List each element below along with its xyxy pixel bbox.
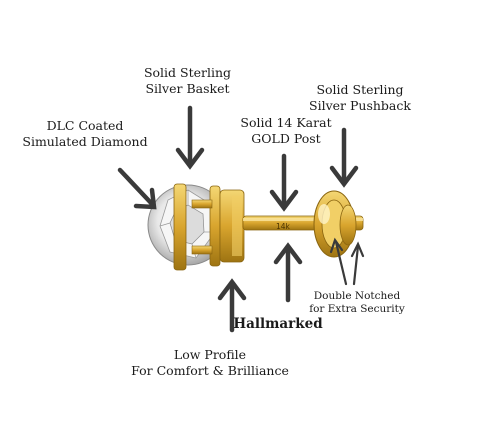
- annotation-arrows: [117, 105, 359, 333]
- arrow-diamond-head: [133, 187, 157, 210]
- pushback: [313, 190, 357, 258]
- label-low-profile: Low Profile For Comfort & Brilliance: [131, 347, 289, 378]
- arrow-pushback-head: [329, 165, 359, 188]
- arrow-diamond: [117, 167, 155, 207]
- label-diamond: DLC Coated Simulated Diamond: [22, 118, 148, 149]
- basket-setting: [173, 183, 245, 271]
- arrow-basket-head: [175, 147, 205, 170]
- arrow-hallmark-head: [273, 242, 303, 265]
- label-hallmarked: Hallmarked: [233, 316, 323, 332]
- label-post: Solid 14 Karat GOLD Post: [240, 115, 332, 146]
- notch-arrows: [329, 237, 365, 286]
- label-basket: Solid Sterling Silver Basket: [143, 65, 232, 96]
- label-double-notched: Double Notched for Extra Security: [309, 290, 405, 316]
- post-engraving: 14k: [276, 222, 290, 231]
- label-pushback: Solid Sterling Silver Pushback: [309, 82, 411, 113]
- arrow-post-head: [269, 189, 299, 212]
- arrow-profile-head: [217, 278, 247, 301]
